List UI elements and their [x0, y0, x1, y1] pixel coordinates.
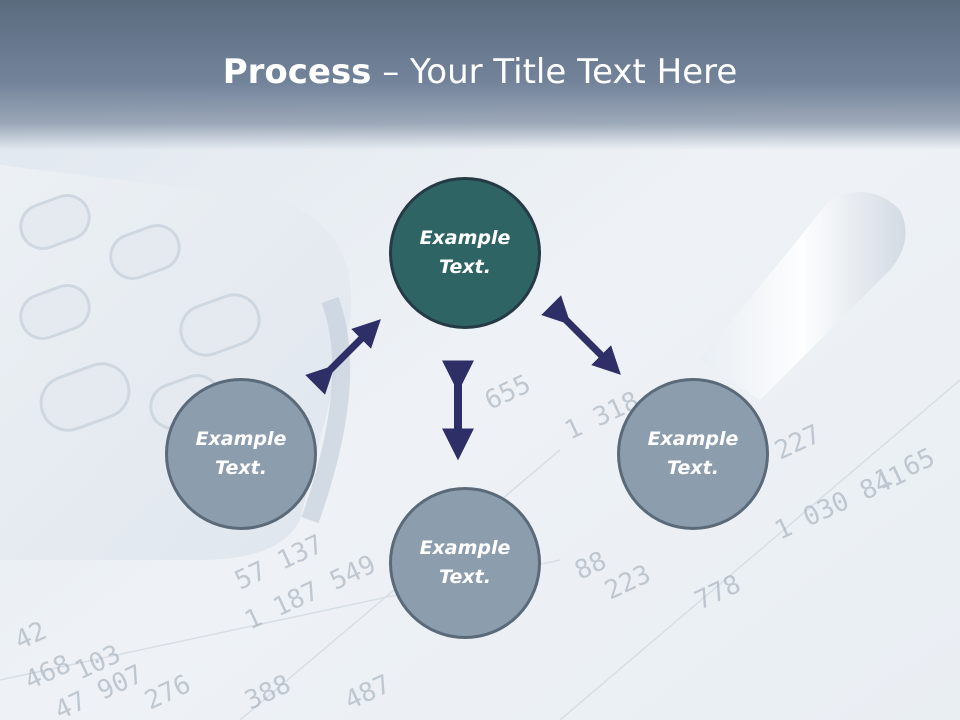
process-node-top[interactable]: Example Text. — [389, 177, 541, 329]
pen-shape — [700, 192, 906, 400]
slide-title: Process – Your Title Text Here — [0, 52, 960, 92]
title-rest: – Your Title Text Here — [371, 52, 738, 92]
process-node-left-label: Example Text. — [195, 428, 287, 479]
process-node-right-label: Example Text. — [647, 428, 739, 479]
process-node-left[interactable]: Example Text. — [165, 378, 317, 530]
process-node-bottom[interactable]: Example Text. — [389, 487, 541, 639]
process-node-bottom-label: Example Text. — [419, 537, 511, 588]
title-bold: Process — [222, 52, 372, 92]
process-node-right[interactable]: Example Text. — [617, 378, 769, 530]
process-node-top-label: Example Text. — [419, 227, 511, 278]
title-bar — [0, 0, 960, 150]
